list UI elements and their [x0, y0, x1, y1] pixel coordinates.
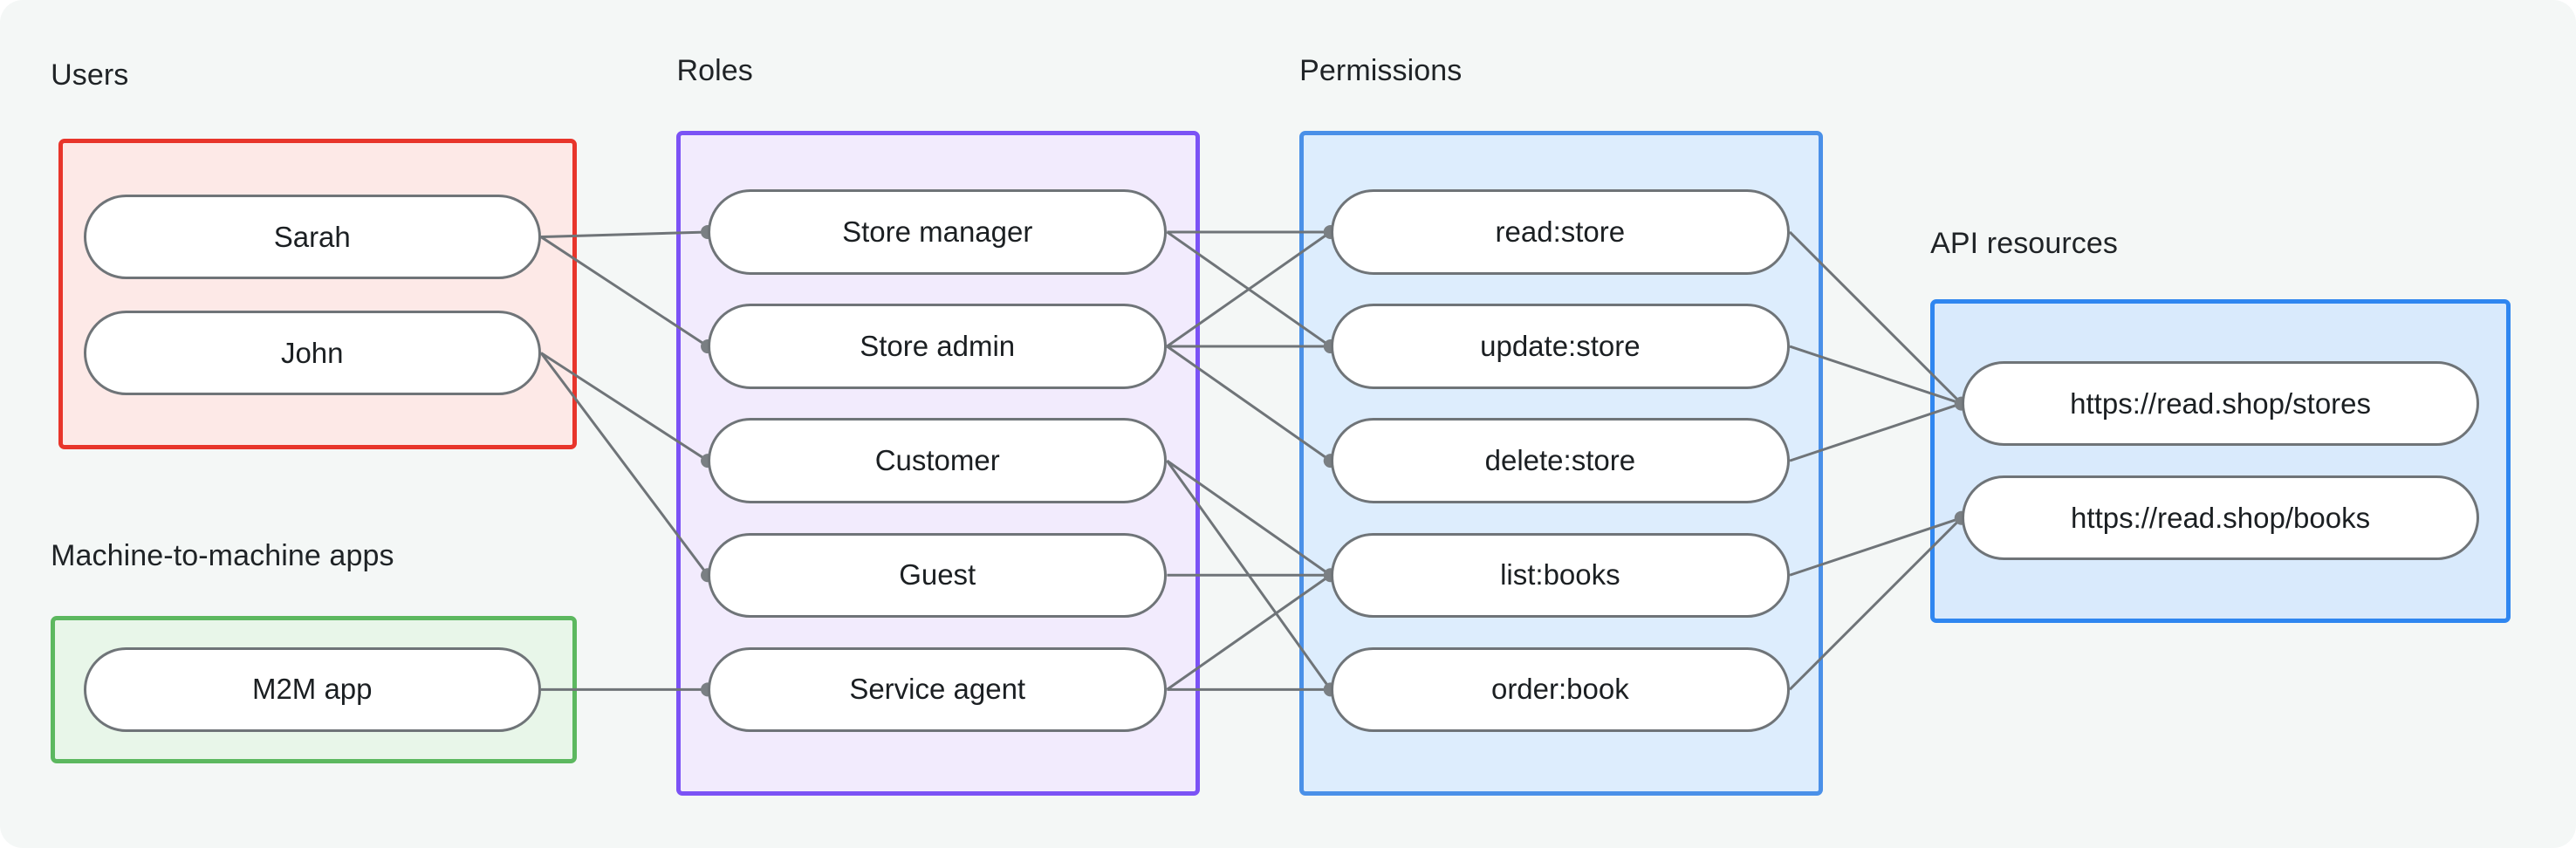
node-label-delete-store: delete:store — [1484, 444, 1636, 477]
node-label-service-agent: Service agent — [849, 673, 1026, 706]
node-label-read-store: read:store — [1495, 215, 1626, 248]
node-label-guest: Guest — [899, 558, 976, 592]
group-title-users: Users — [51, 58, 129, 92]
node-label-store-admin: Store admin — [860, 330, 1016, 363]
node-sarah[interactable]: Sarah — [83, 194, 541, 280]
node-service-agent[interactable]: Service agent — [708, 646, 1168, 733]
node-guest[interactable]: Guest — [708, 532, 1168, 618]
group-box-api_resources — [1930, 298, 2511, 623]
node-customer[interactable]: Customer — [708, 418, 1168, 503]
node-label-store-manager: Store manager — [842, 215, 1033, 248]
node-store-manager[interactable]: Store manager — [708, 189, 1168, 275]
node-label-sarah: Sarah — [273, 220, 351, 253]
node-read-store[interactable]: read:store — [1330, 189, 1791, 275]
node-label-customer: Customer — [874, 444, 1000, 477]
group-title-m2m: Machine-to-machine apps — [51, 539, 394, 573]
node-john[interactable]: John — [83, 310, 541, 396]
group-title-roles: Roles — [676, 53, 753, 87]
node-m2m-app[interactable]: M2M app — [83, 646, 541, 733]
node-label-update-store: update:store — [1480, 330, 1641, 363]
node-label-order-book: order:book — [1490, 673, 1629, 706]
node-label-res-stores: https://read.shop/stores — [2070, 386, 2372, 420]
node-label-list-books: list:books — [1500, 558, 1620, 592]
node-label-m2m-app: M2M app — [251, 673, 373, 706]
group-title-api_resources: API resources — [1930, 227, 2118, 261]
node-label-res-books: https://read.shop/books — [2071, 501, 2371, 534]
node-res-books[interactable]: https://read.shop/books — [1961, 475, 2480, 561]
node-order-book[interactable]: order:book — [1330, 646, 1791, 733]
group-box-users — [58, 139, 578, 450]
node-list-books[interactable]: list:books — [1330, 532, 1791, 618]
node-label-john: John — [280, 336, 344, 369]
node-delete-store[interactable]: delete:store — [1330, 418, 1791, 503]
node-store-admin[interactable]: Store admin — [708, 304, 1168, 389]
node-update-store[interactable]: update:store — [1330, 304, 1791, 389]
group-title-permissions: Permissions — [1299, 53, 1463, 87]
node-res-stores[interactable]: https://read.shop/stores — [1961, 360, 2480, 447]
